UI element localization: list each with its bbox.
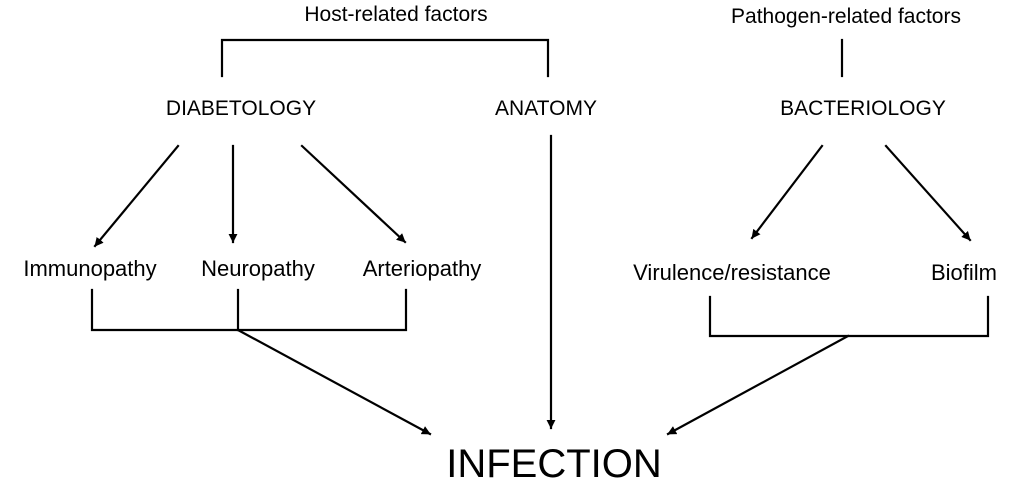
host-bracket <box>220 38 550 78</box>
immunopathy-node: Immunopathy <box>23 256 157 281</box>
arrow-bacteriology-virulence <box>750 144 824 240</box>
anatomy-node: ANATOMY <box>495 97 597 120</box>
neuropathy-node: Neuropathy <box>201 256 315 281</box>
arrow-bacteriology-biofilm <box>884 144 972 242</box>
arrow-diabetology-immunopathy <box>93 144 180 248</box>
bacteriology-node: BACTERIOLOGY <box>780 97 946 120</box>
arrow-diabetology-arteriopathy <box>300 144 407 244</box>
arteriopathy-node: Arteriopathy <box>362 256 482 281</box>
pathogen-lower-bracket <box>708 295 990 338</box>
biofilm-node: Biofilm <box>930 260 998 285</box>
host-lower-bracket <box>90 288 408 332</box>
virulence-resistance-node: Virulence/resistance <box>633 260 831 285</box>
pathogen-related-factors-label: Pathogen-related factors <box>731 5 961 28</box>
arrow-pathogen-to-infection <box>666 334 850 436</box>
arrow-host-to-infection <box>236 328 432 436</box>
diabetology-node: DIABETOLOGY <box>165 97 317 120</box>
infection-node: INFECTION <box>446 442 662 486</box>
host-related-factors-label: Host-related factors <box>304 3 488 26</box>
